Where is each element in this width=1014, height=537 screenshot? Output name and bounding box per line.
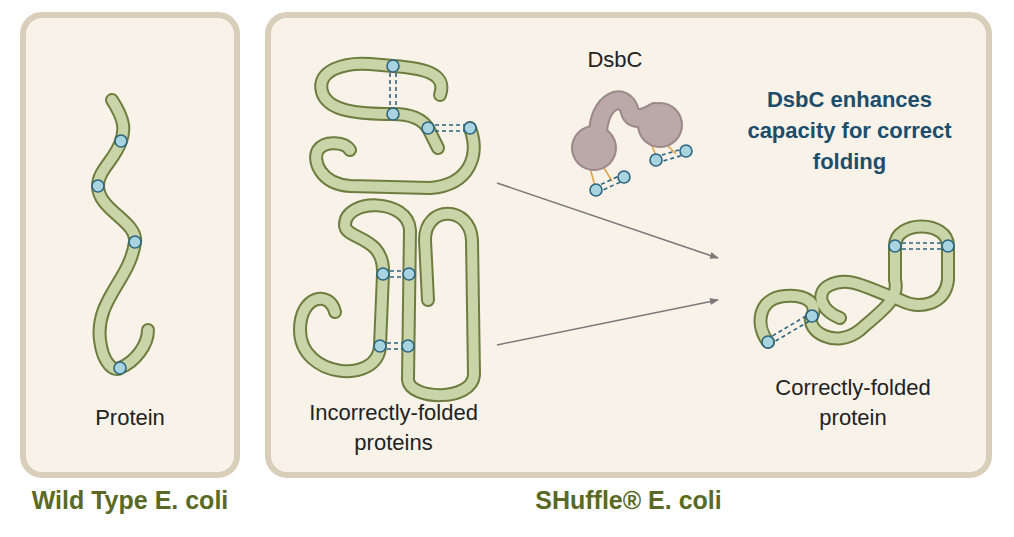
- illustration-part: [380, 342, 408, 344]
- illustration-part: [383, 270, 409, 272]
- illustration-part: [395, 66, 397, 114]
- protein-group: Correctly-folded protein: [718, 200, 988, 445]
- flow-arrow: [497, 300, 718, 345]
- illustration-part: [680, 145, 692, 157]
- illustration-part: [428, 130, 470, 132]
- protein-caption: Protein: [60, 395, 200, 441]
- illustration-part: [806, 310, 818, 322]
- illustration-part: [767, 313, 811, 339]
- illustration-part: [98, 100, 148, 369]
- illustration-part: [598, 100, 655, 135]
- host-panel: Wild Type E. coliProtein: [20, 12, 240, 478]
- node-caption: Correctly-folded protein: [746, 373, 961, 433]
- illustration-part: [652, 146, 657, 158]
- illustration-part: [573, 127, 615, 169]
- illustration-part: [389, 66, 391, 114]
- node-label: Protein: [95, 405, 165, 431]
- illustration-part: [571, 125, 617, 171]
- illustration-part: [115, 135, 127, 147]
- illustration-part: [762, 336, 774, 348]
- illustration-part: [657, 154, 687, 163]
- illustration-part: [380, 348, 408, 350]
- host-panel: SHuffle® E. coliIncorrectly-folded prote…: [265, 12, 992, 478]
- panel-heading: SHuffle® E. coli: [251, 486, 1006, 515]
- illustration-part: [402, 340, 414, 352]
- illustration-part: [387, 60, 399, 72]
- illustration-part: [942, 240, 954, 252]
- illustration-part: [598, 100, 655, 135]
- illustration-part: [374, 340, 386, 352]
- illustration-part: [428, 124, 470, 126]
- illustration-part: [129, 236, 141, 248]
- illustration-part: [889, 240, 901, 252]
- flow-arrow: [497, 183, 718, 258]
- illustration-part: [668, 146, 676, 154]
- illustration-part: [639, 104, 681, 146]
- illustration-part: [770, 319, 814, 345]
- callout-note: DsbC enhances capacity for correct foldi…: [737, 84, 962, 177]
- enzyme-label: DsbC: [560, 42, 670, 78]
- illustration-part: [114, 362, 126, 374]
- illustration-part: [590, 168, 595, 186]
- illustration-part: [650, 154, 662, 166]
- illustration-part: [422, 122, 434, 134]
- illustration-part: [383, 276, 409, 278]
- illustration-part: [597, 180, 625, 193]
- illustration-part: [403, 268, 415, 280]
- illustration-part: [761, 227, 948, 343]
- folded-protein: [761, 227, 954, 349]
- illustration-part: [618, 171, 630, 183]
- illustration-part: [387, 108, 399, 120]
- illustration-part: [377, 268, 389, 280]
- dsbc-enzyme: [571, 100, 692, 196]
- illustration-part: [98, 100, 148, 369]
- panel-heading: Wild Type E. coli: [6, 486, 254, 515]
- illustration-part: [595, 174, 623, 187]
- illustration-part: [92, 180, 104, 192]
- illustration-part: [895, 242, 948, 244]
- node-caption: Incorrectly-folded proteins: [290, 398, 497, 458]
- illustration-part: [316, 64, 473, 188]
- illustration-part: [300, 205, 474, 395]
- illustration-part: [300, 205, 474, 395]
- misfolded-protein: [300, 205, 474, 395]
- node-label: DsbC: [587, 47, 642, 73]
- illustration-part: [604, 168, 612, 181]
- illustration-part: [895, 248, 948, 250]
- illustration-part: [316, 64, 473, 188]
- illustration-part: [655, 148, 685, 157]
- illustration-part: [637, 102, 683, 148]
- illustration-part: [761, 227, 948, 343]
- wild-type-protein: [92, 100, 148, 374]
- protein-group: Incorrectly-folded proteins: [290, 60, 497, 470]
- misfolded-protein: [316, 60, 476, 188]
- illustration-part: [590, 184, 602, 196]
- illustration-part: [464, 122, 476, 134]
